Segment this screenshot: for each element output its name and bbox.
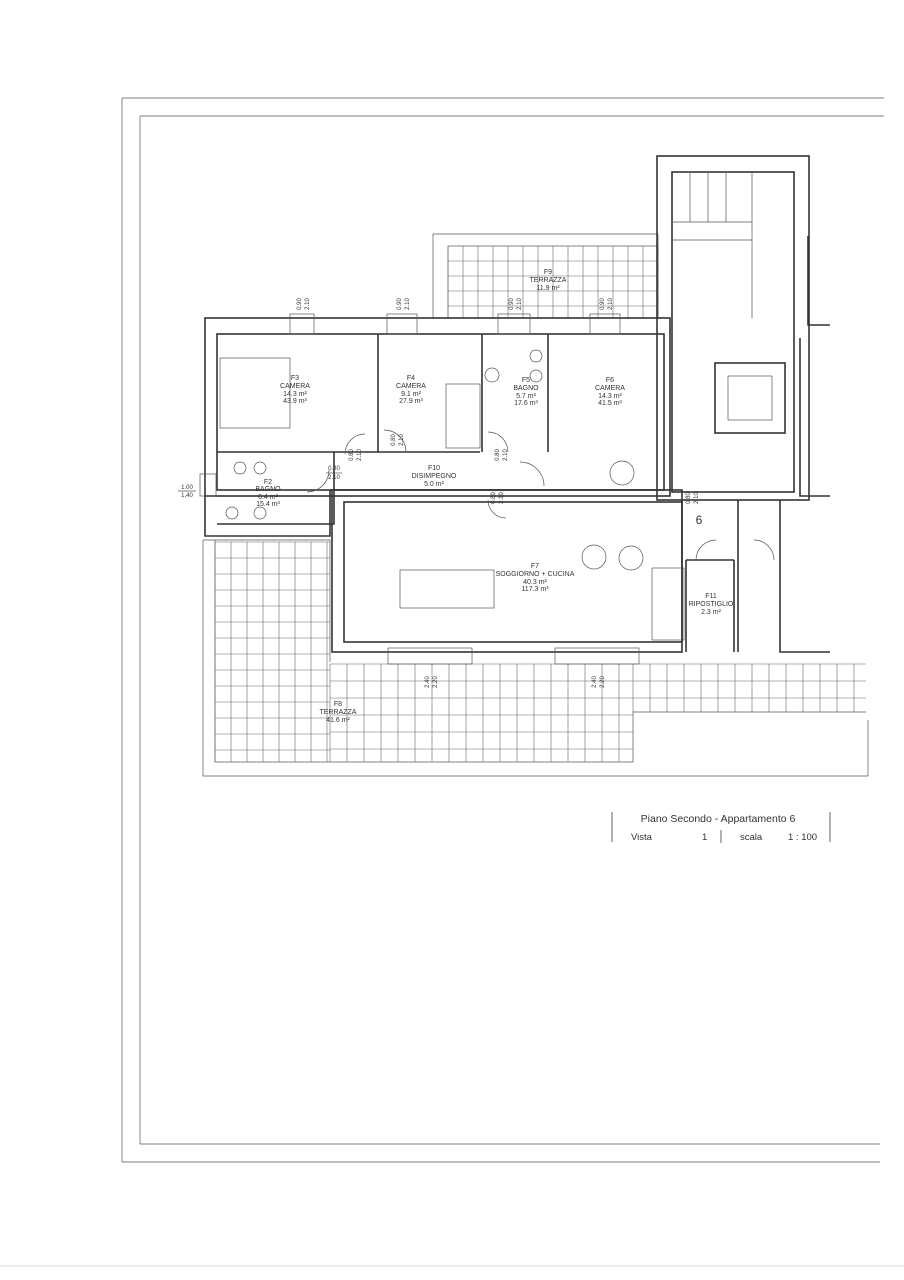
svg-text:0.80: 0.80 <box>349 449 355 461</box>
svg-text:F8: F8 <box>334 701 342 708</box>
svg-text:F10: F10 <box>428 465 440 472</box>
svg-text:BAGNO: BAGNO <box>255 486 281 493</box>
svg-text:2.40: 2.40 <box>592 676 598 688</box>
svg-text:0.90: 0.90 <box>600 298 606 310</box>
view-label: Vista <box>631 832 653 843</box>
svg-text:2.3 m²: 2.3 m² <box>701 609 722 616</box>
svg-text:0.80: 0.80 <box>391 434 397 446</box>
svg-text:1.40: 1.40 <box>181 493 193 499</box>
svg-text:40.3 m²: 40.3 m² <box>523 579 547 586</box>
svg-text:41.6 m²: 41.6 m² <box>326 717 350 724</box>
svg-text:TERRAZZA: TERRAZZA <box>530 277 567 284</box>
svg-text:14.3 m²: 14.3 m² <box>283 391 307 398</box>
stair-number: 6 <box>696 513 703 527</box>
svg-text:RIPOSTIGLIO: RIPOSTIGLIO <box>689 601 734 608</box>
door-dimension: 0.80 2.10 <box>326 466 342 481</box>
svg-text:F11: F11 <box>705 593 717 600</box>
svg-text:0.90: 0.90 <box>397 298 403 310</box>
svg-text:27.9 m³: 27.9 m³ <box>399 398 423 405</box>
scale-value: 1 : 100 <box>788 832 817 843</box>
svg-text:17.6 m³: 17.6 m³ <box>514 400 538 407</box>
svg-text:2.10: 2.10 <box>328 475 340 481</box>
svg-text:0.90: 0.90 <box>297 298 303 310</box>
sheet-title: Piano Secondo - Appartamento 6 <box>641 813 796 825</box>
svg-text:117.3 m³: 117.3 m³ <box>521 586 549 593</box>
side-window-dimension: 1.00 1.40 <box>178 485 196 499</box>
svg-text:F5: F5 <box>522 377 530 384</box>
svg-text:F9: F9 <box>544 269 552 276</box>
inner-frame <box>139 115 884 1145</box>
apartment-walls <box>199 155 830 665</box>
svg-text:6.4 m²: 6.4 m² <box>258 494 279 501</box>
terrace-f9 <box>432 233 659 319</box>
svg-text:5.0 m²: 5.0 m² <box>424 481 445 488</box>
svg-text:F2: F2 <box>264 479 272 486</box>
svg-text:15.4 m³: 15.4 m³ <box>256 501 280 508</box>
svg-text:5.7 m²: 5.7 m² <box>516 393 537 400</box>
svg-text:SOGGIORNO + CUCINA: SOGGIORNO + CUCINA <box>496 571 575 578</box>
svg-text:F3: F3 <box>291 375 299 382</box>
title-block: Piano Secondo - Appartamento 6 Vista 1 s… <box>611 812 831 843</box>
svg-text:CAMERA: CAMERA <box>595 385 625 392</box>
svg-text:CAMERA: CAMERA <box>280 383 310 390</box>
svg-text:0.80: 0.80 <box>491 492 497 504</box>
svg-text:2.20: 2.20 <box>600 676 606 688</box>
svg-text:2.10: 2.10 <box>357 449 363 461</box>
terrace-f8 <box>202 539 869 777</box>
scale-label: scala <box>740 832 763 843</box>
svg-text:DISIMPEGNO: DISIMPEGNO <box>412 473 457 480</box>
svg-text:9.1 m²: 9.1 m² <box>401 391 422 398</box>
svg-text:BAGNO: BAGNO <box>513 385 539 392</box>
svg-text:2.10: 2.10 <box>694 492 700 504</box>
svg-text:TERRAZZA: TERRAZZA <box>320 709 357 716</box>
svg-text:CAMERA: CAMERA <box>396 383 426 390</box>
svg-text:2.10: 2.10 <box>517 298 523 310</box>
svg-text:2.10: 2.10 <box>405 298 411 310</box>
svg-text:0.90: 0.90 <box>509 298 515 310</box>
svg-text:2.20: 2.20 <box>433 676 439 688</box>
svg-text:41.5 m³: 41.5 m³ <box>598 400 622 407</box>
svg-text:2.40: 2.40 <box>425 676 431 688</box>
outer-frame <box>121 97 884 1163</box>
svg-text:1.00: 1.00 <box>181 485 193 491</box>
svg-text:43.9 m³: 43.9 m³ <box>283 398 307 405</box>
svg-text:F6: F6 <box>606 377 614 384</box>
svg-text:11.9 m²: 11.9 m² <box>536 285 560 292</box>
svg-text:0.80: 0.80 <box>686 492 692 504</box>
svg-text:2.10: 2.10 <box>499 492 505 504</box>
view-number: 1 <box>702 832 707 843</box>
svg-text:F4: F4 <box>407 375 415 382</box>
svg-text:2.10: 2.10 <box>503 449 509 461</box>
svg-text:14.3 m²: 14.3 m² <box>598 393 622 400</box>
svg-text:F7: F7 <box>531 563 539 570</box>
svg-text:2.10: 2.10 <box>608 298 614 310</box>
svg-text:2.10: 2.10 <box>305 298 311 310</box>
svg-text:2.10: 2.10 <box>399 434 405 446</box>
svg-text:0.80: 0.80 <box>495 449 501 461</box>
svg-text:0.80: 0.80 <box>328 466 340 472</box>
